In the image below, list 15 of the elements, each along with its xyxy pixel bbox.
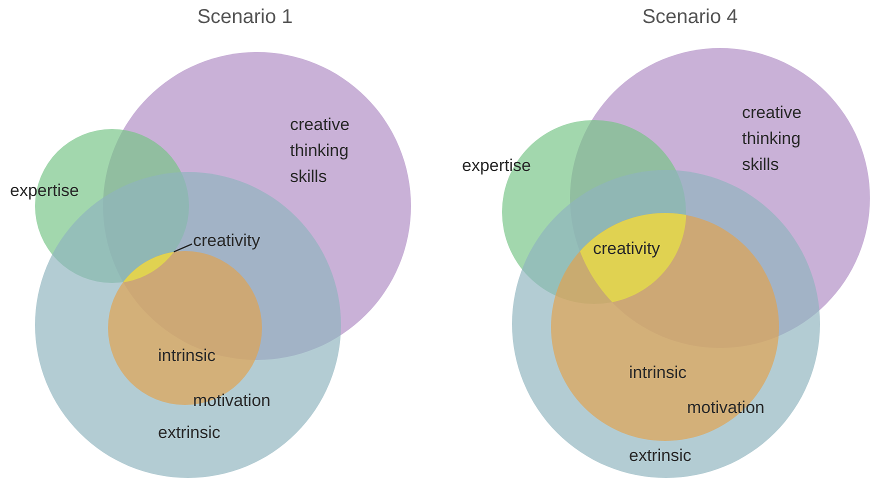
venn-label: creativity bbox=[592, 238, 660, 260]
venn-label: extrinsic bbox=[629, 445, 692, 467]
scenario-title: Scenario 4 bbox=[642, 6, 738, 29]
venn-label: creative thinking skills bbox=[742, 102, 803, 176]
venn-label: creative thinking skills bbox=[290, 114, 351, 188]
venn-label: creativity bbox=[193, 228, 260, 254]
venn-label: motivation bbox=[687, 397, 764, 419]
leader-line bbox=[174, 243, 192, 252]
venn-label: expertise bbox=[462, 155, 531, 177]
venn-label: motivation bbox=[193, 390, 270, 412]
venn-label: intrinsic bbox=[629, 362, 687, 384]
venn-label: intrinsic bbox=[158, 345, 216, 367]
venn-label: expertise bbox=[10, 180, 79, 202]
venn-label: extrinsic bbox=[158, 422, 220, 444]
scenario-title: Scenario 1 bbox=[197, 6, 293, 29]
